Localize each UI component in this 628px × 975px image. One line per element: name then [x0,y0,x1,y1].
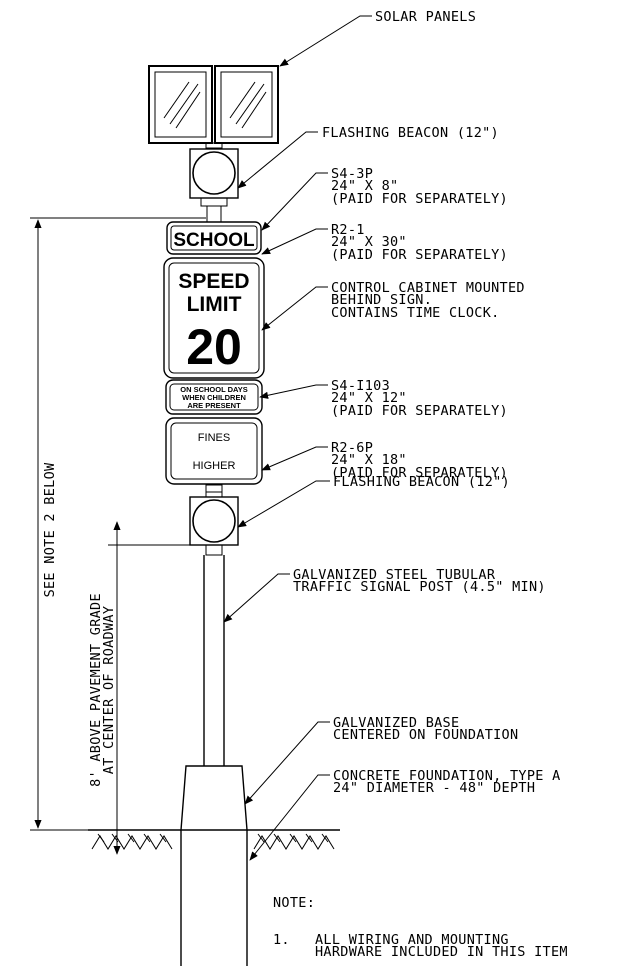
beacon-bottom-label: FLASHING BEACON (12") [333,474,510,490]
note-1-line-2: HARDWARE INCLUDED IN THIS ITEM [315,944,568,960]
concrete-foundation [180,830,248,966]
higher-text: HIGHER [193,460,236,472]
flashing-beacon-top [189,142,239,223]
beacon-height-label-2: AT CENTER OF ROADWAY [101,606,117,775]
solar-panels-label: SOLAR PANELS [375,9,476,25]
cabinet-label-2: BEHIND SIGN. [331,292,432,308]
cabinet-label-1: CONTROL CABINET MOUNTED [331,280,525,296]
r21-label-3: (PAID FOR SEPARATELY) [331,247,508,263]
signal-post [203,555,225,766]
fines-text: FINES [198,432,230,444]
limit-text: LIMIT [187,293,242,316]
base-label-2: CENTERED ON FOUNDATION [333,727,518,743]
solar-panels [148,65,279,144]
flashing-beacon-bottom [189,484,239,556]
base-label-1: GALVANIZED BASE [333,715,459,731]
ground-line [88,829,340,850]
overall-height-dimension [30,217,206,831]
galvanized-base [180,765,248,831]
beacon-height-label-1: 8' ABOVE PAVEMENT GRADE [88,593,104,787]
plaque-line-3: ARE PRESENT [187,401,241,410]
s43p-label-2: 24" X 8" [331,178,398,194]
plaque-line-1: ON SCHOOL DAYS [180,385,248,394]
s43p-label-3: (PAID FOR SEPARATELY) [331,191,508,207]
r26p-label-3: (PAID FOR SEPARATELY) [331,465,508,481]
note-heading: NOTE: [273,895,315,911]
post-label-2: TRAFFIC SIGNAL POST (4.5" MIN) [293,579,546,595]
cabinet-label-3: CONTAINS TIME CLOCK. [331,305,500,321]
see-note-label: SEE NOTE 2 BELOW [42,462,58,597]
speed-value-text: 20 [186,319,242,375]
r21-label-1: R2-1 [331,222,365,238]
s4i103-label-1: S4-I103 [331,378,390,394]
school-days-plaque: ON SCHOOL DAYS WHEN CHILDREN ARE PRESENT [165,379,263,415]
s4i103-label-2: 24" X 12" [331,390,407,406]
r21-label-2: 24" X 30" [331,234,407,250]
foundation-label-1: CONCRETE FOUNDATION, TYPE A [333,768,561,784]
speed-limit-sign: SPEED LIMIT 20 [163,257,265,379]
fines-higher-sign: FINES HIGHER [165,417,263,485]
note-1-number: 1. [273,932,290,948]
school-sign: SCHOOL [166,221,262,255]
r26p-label-2: 24" X 18" [331,452,407,468]
speed-text: SPEED [178,270,249,293]
s43p-label-1: S4-3P [331,166,373,182]
post-label-1: GALVANIZED STEEL TUBULAR [293,567,496,583]
r26p-label-1: R2-6P [331,440,373,456]
foundation-label-2: 24" DIAMETER - 48" DEPTH [333,780,535,796]
beacon-top-label: FLASHING BEACON (12") [322,125,499,141]
plaque-line-2: WHEN CHILDREN [182,393,246,402]
beacon-height-dimension [108,521,190,855]
callout-leaders [223,15,372,861]
school-sign-text: SCHOOL [173,230,255,251]
note-1-line-1: ALL WIRING AND MOUNTING [315,932,509,948]
s4i103-label-3: (PAID FOR SEPARATELY) [331,403,508,419]
